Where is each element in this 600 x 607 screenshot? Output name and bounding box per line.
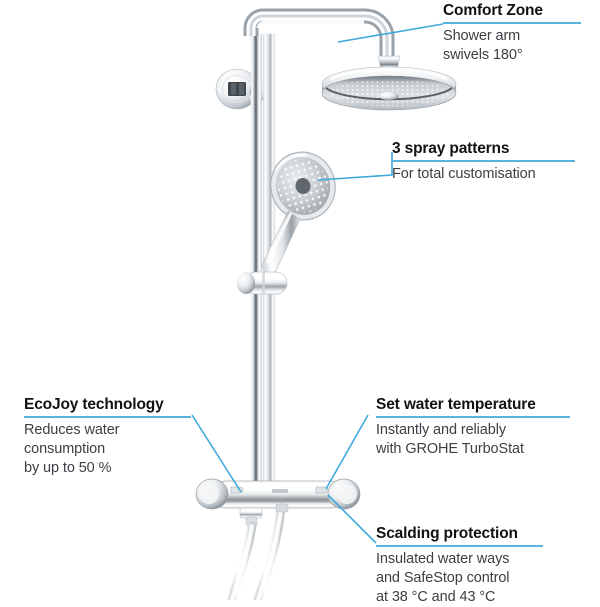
callout-body: Reduces water consumption by up to 50 %	[24, 422, 120, 476]
shower-arm	[243, 8, 395, 60]
leader-comfort-zone	[337, 23, 444, 43]
hand-shower-holder	[237, 271, 288, 295]
callout-scalding-protection: Scalding protection Insulated water ways…	[376, 525, 572, 607]
callout-ecojoy: EcoJoy technology Reduces water consumpt…	[24, 396, 192, 478]
callout-body: For total customisation	[392, 166, 536, 182]
callout-title: Comfort Zone	[443, 2, 543, 19]
hand-shower	[261, 151, 336, 273]
callout-title: EcoJoy technology	[24, 396, 164, 413]
shower-hoses	[227, 503, 289, 600]
callout-title: Set water temperature	[376, 396, 536, 413]
callout-set-water-temperature: Set water temperature Instantly and reli…	[376, 396, 572, 459]
leader-lines	[191, 23, 444, 544]
callout-body: Insulated water ways and SafeStop contro…	[376, 551, 510, 605]
callout-underline	[443, 22, 581, 24]
leader-ecojoy	[191, 414, 242, 493]
callout-underline	[392, 160, 575, 162]
callout-title: Scalding protection	[376, 525, 518, 542]
rain-shower-head	[321, 66, 457, 111]
callout-underline	[376, 545, 543, 547]
callout-comfort-zone: Comfort Zone Shower arm swivels 180°	[443, 2, 583, 65]
leader-spray-patterns	[317, 152, 393, 181]
leader-set-water-temperature	[325, 414, 369, 490]
callout-spray-patterns: 3 spray patterns For total customisation	[392, 140, 577, 184]
thermostat-valve	[195, 478, 361, 527]
leader-scalding-protection	[327, 494, 377, 544]
callout-body: Instantly and reliably with GROHE TurboS…	[376, 422, 524, 457]
callout-underline	[376, 416, 570, 418]
callout-underline	[24, 416, 191, 418]
callout-title: 3 spray patterns	[392, 140, 510, 157]
callout-body: Shower arm swivels 180°	[443, 28, 523, 63]
